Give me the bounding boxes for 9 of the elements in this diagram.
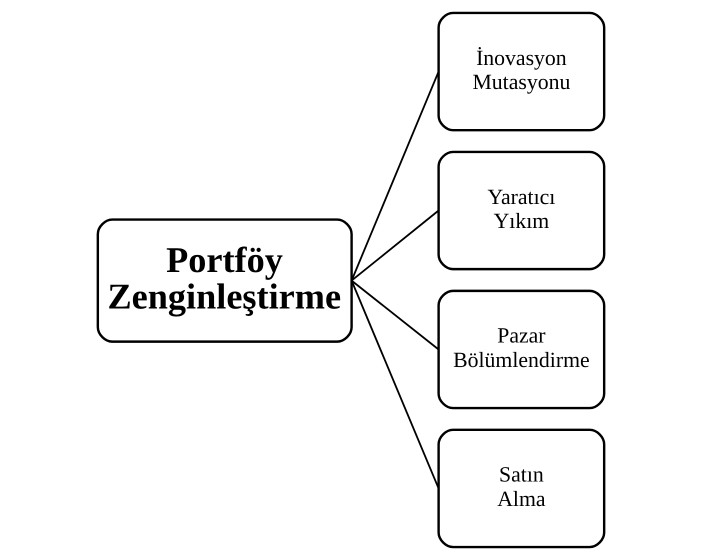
node-box: İnovasyon Mutasyonu [437, 12, 606, 132]
node-box: Portföy Zenginleştirme [96, 218, 353, 343]
node-box: Yaratıcı Yıkım [437, 150, 606, 270]
connector [351, 280, 440, 350]
connector [351, 210, 440, 282]
connector [350, 280, 440, 489]
node-box: Satın Alma [437, 428, 606, 548]
node-box: Pazar Bölümlendirme [437, 290, 606, 410]
connector [350, 71, 440, 281]
